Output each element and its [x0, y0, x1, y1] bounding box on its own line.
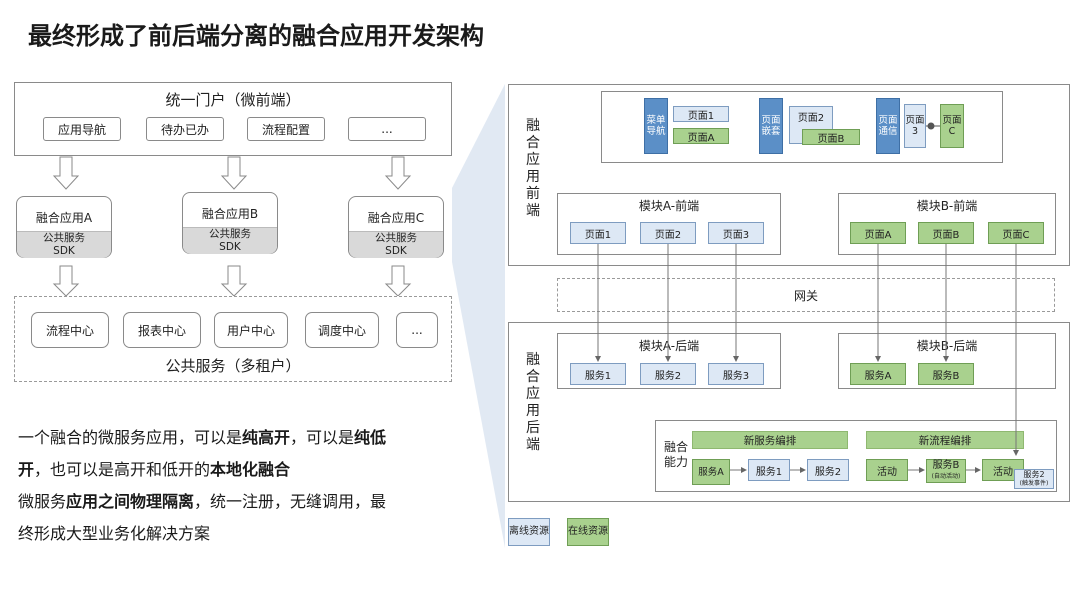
module-a-page-2: 页面2 [640, 222, 696, 244]
service-schedule-center: 调度中心 [305, 312, 379, 348]
fusion-service-a: 服务A [692, 459, 730, 485]
app-a-name: 融合应用A [35, 211, 93, 225]
embed-page-b: 页面B [802, 129, 860, 145]
fusion-service-b: 服务B(自动活动) [926, 459, 966, 483]
module-b-frontend-title: 模块B-前端 [916, 199, 978, 213]
page-embed-label: 页面嵌套 [759, 98, 783, 154]
arrow-portal-b [220, 156, 248, 190]
service-more: ... [396, 312, 438, 348]
new-process-orchestration: 新流程编排 [866, 431, 1024, 449]
unified-portal: 统一门户（微前端） 应用导航 待办已办 流程配置 ... [14, 82, 452, 156]
portal-item-more: ... [348, 117, 426, 141]
nav-page-1: 页面1 [673, 106, 729, 122]
module-a-service-3: 服务3 [708, 363, 764, 385]
public-services: 流程中心 报表中心 用户中心 调度中心 ... 公共服务（多租户） [14, 296, 452, 382]
arrow-portal-c [384, 156, 412, 190]
module-b-page-c: 页面C [988, 222, 1044, 244]
new-service-orchestration: 新服务编排 [692, 431, 848, 449]
sdk-line2: SDK [219, 241, 241, 253]
arrow-portal-a [52, 156, 80, 190]
fusion-activity-1: 活动 [866, 459, 908, 481]
comm-page-c: 页面C [940, 104, 964, 148]
description-line-1: 一个融合的微服务应用，可以是纯高开，可以是纯低 [18, 428, 387, 447]
sdk-line1: 公共服务 [43, 232, 85, 244]
app-b-name: 融合应用B [201, 207, 259, 221]
portal-item-app-nav: 应用导航 [43, 117, 121, 141]
portal-item-todo: 待办已办 [146, 117, 224, 141]
portal-title: 统一门户（微前端） [165, 91, 301, 109]
app-c-name: 融合应用C [367, 211, 425, 225]
page-comm-label: 页面通信 [876, 98, 900, 154]
module-a-page-3: 页面3 [708, 222, 764, 244]
description-line-3: 微服务应用之间物理隔离，统一注册，无缝调用，最 [18, 492, 387, 511]
module-b-backend-title: 模块B-后端 [916, 339, 978, 353]
module-b-service-a: 服务A [850, 363, 906, 385]
module-a-page-1: 页面1 [570, 222, 626, 244]
module-b-page-a: 页面A [850, 222, 906, 244]
arrow-app-a-svc [52, 265, 80, 297]
menu-nav-label: 菜单导航 [644, 98, 668, 154]
comm-page-3: 页面3 [904, 104, 926, 148]
fusion-service-2: 服务2 [807, 459, 849, 481]
module-b-page-b: 页面B [918, 222, 974, 244]
zoom-wedge [452, 84, 505, 548]
module-a-service-2: 服务2 [640, 363, 696, 385]
legend-offline: 离线资源 [508, 518, 550, 546]
sdk-line1: 公共服务 [375, 232, 417, 244]
module-a-frontend-title: 模块A-前端 [638, 199, 700, 213]
module-a-service-1: 服务1 [570, 363, 626, 385]
arrow-app-b-svc [220, 265, 248, 297]
module-b-service-b: 服务B [918, 363, 974, 385]
legend-online: 在线资源 [567, 518, 609, 546]
nav-page-a: 页面A [673, 128, 729, 144]
service-report-center: 报表中心 [123, 312, 201, 348]
fusion-capability-label: 融合能力 [663, 440, 688, 469]
description-line-2: 开，也可以是高开和低开的本地化融合 [18, 460, 291, 479]
portal-item-flow-config: 流程配置 [247, 117, 325, 141]
service-flow-center: 流程中心 [31, 312, 109, 348]
fusion-service-1: 服务1 [748, 459, 790, 481]
module-a-backend-title: 模块A-后端 [638, 339, 700, 353]
backend-label: 融合应用后端 [526, 352, 540, 453]
service-user-center: 用户中心 [214, 312, 288, 348]
sdk-line2: SDK [53, 245, 75, 257]
sdk-line2: SDK [385, 245, 407, 257]
sdk-line1: 公共服务 [209, 228, 251, 240]
fusion-service-2-trigger: 服务2(触发事件) [1014, 469, 1054, 489]
public-services-label: 公共服务（多租户） [165, 357, 301, 375]
frontend-label: 融合应用前端 [526, 118, 540, 219]
gateway: 网关 [557, 278, 1055, 312]
description-line-4: 终形成大型业务化解决方案 [18, 524, 211, 543]
arrow-app-c-svc [384, 265, 412, 297]
page-title: 最终形成了前后端分离的融合应用开发架构 [28, 22, 484, 50]
